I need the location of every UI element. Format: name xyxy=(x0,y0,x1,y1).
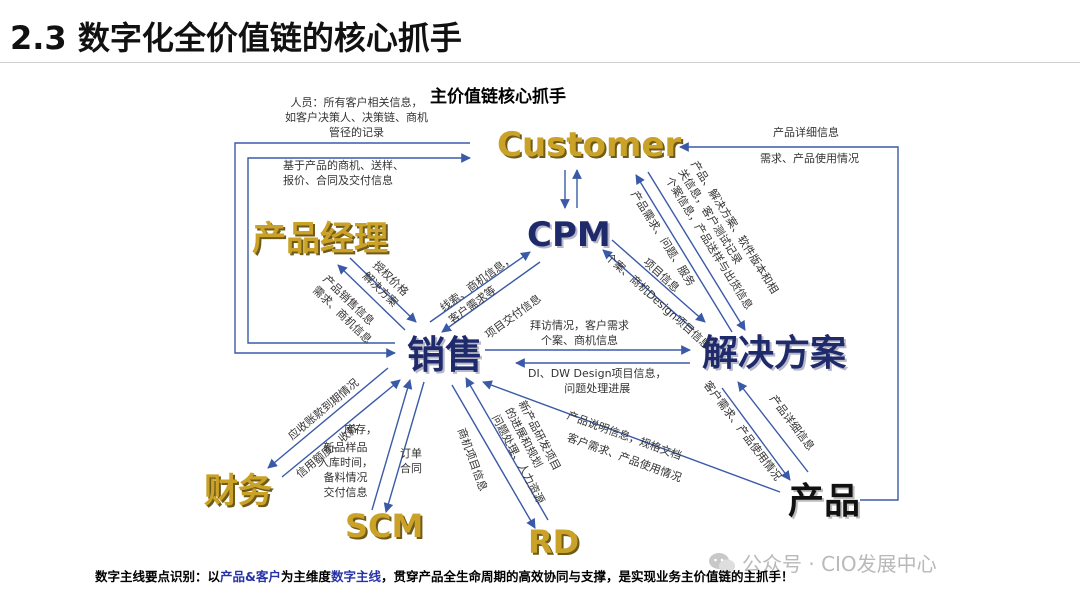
arrow-cpm-to-solution xyxy=(611,239,706,323)
node-scm: SCM xyxy=(345,507,424,545)
arrow-solution-to-customer xyxy=(635,174,733,333)
footer-mid: 为主维度 xyxy=(280,569,331,584)
arrow-sales-to-customer-loop xyxy=(247,153,471,344)
arrow-rd-to-sales xyxy=(465,377,549,521)
slide-title: 2.3 数字化全价值链的核心抓手 xyxy=(10,19,462,57)
footer-highlight-product-customer: 产品&客户 xyxy=(220,569,281,584)
node-product: 产品 xyxy=(788,481,861,522)
footer-prefix: 数字主线要点识别：以 xyxy=(95,569,221,584)
arrow-sales-to-scm xyxy=(383,381,425,513)
label-order-contract: 订单 合同 xyxy=(400,447,422,475)
label-inventory: 库存， xyxy=(344,423,377,436)
node-rd: RD xyxy=(528,523,580,561)
label-based-product: 基于产品的商机、送样、 报价、合同及交付信息 xyxy=(283,159,404,187)
label-demand-usage-top: 需求、产品使用情况 xyxy=(760,152,859,165)
arrow-scm-to-sales xyxy=(371,379,413,511)
footer-suffix: ，贯穿产品全生命周期的高效协同与支撑，是实现业务主价值链的主抓手！ xyxy=(380,569,794,584)
label-people-info: 人员：所有客户相关信息， 如客户决策人、决策链、商机 管径的记录 xyxy=(285,96,428,139)
arrow-customer-to-sales-loop xyxy=(234,142,470,358)
label-product-detail-top: 产品详细信息 xyxy=(773,126,839,139)
node-solution: 解决方案 xyxy=(702,333,847,374)
diagram-title: 主价值链核心抓手 xyxy=(430,87,566,107)
arrow-sales-to-pm xyxy=(337,264,406,331)
title-divider xyxy=(0,62,1080,63)
arrow-product-to-solution xyxy=(737,381,809,473)
arrow-solution-to-product xyxy=(721,387,791,481)
label-di-dw-info: DI、DW Design项目信息， 问题处理进展 xyxy=(528,367,667,395)
arrow-finance-to-sales xyxy=(281,379,401,478)
arrow-sales-to-rd xyxy=(451,384,536,529)
footer-note: 数字主线要点识别：以产品&客户为主维度数字主线，贯穿产品全生命周期的高效协同与支… xyxy=(95,566,793,585)
arrow-sales-to-finance xyxy=(267,367,389,469)
arrow-product-to-customer-loop xyxy=(679,142,899,501)
node-product-manager: 产品经理 xyxy=(252,219,388,259)
footer-highlight-digital-thread: 数字主线 xyxy=(330,569,381,584)
arrow-solution-to-cpm xyxy=(602,249,695,331)
arrow-customer-to-solution xyxy=(647,171,746,331)
arrow-product-to-sales xyxy=(482,380,781,493)
wechat-icon xyxy=(709,553,735,573)
node-finance: 财务 xyxy=(204,471,272,511)
node-customer: Customer xyxy=(497,125,682,165)
arrow-cpm-to-sales xyxy=(441,261,541,333)
label-visit-info: 拜访情况，客户需求 个案、商机信息 xyxy=(530,319,629,347)
node-cpm: CPM xyxy=(527,215,611,255)
arrow-pm-to-sales xyxy=(349,257,417,323)
node-sales: 销售 xyxy=(407,333,484,377)
label-new-sample: 新品样品 入库时间， 备料情况 交付信息 xyxy=(318,441,373,499)
arrow-sales-to-cpm xyxy=(429,251,531,323)
watermark-text: 公众号 · CIO发展中心 xyxy=(742,552,937,576)
